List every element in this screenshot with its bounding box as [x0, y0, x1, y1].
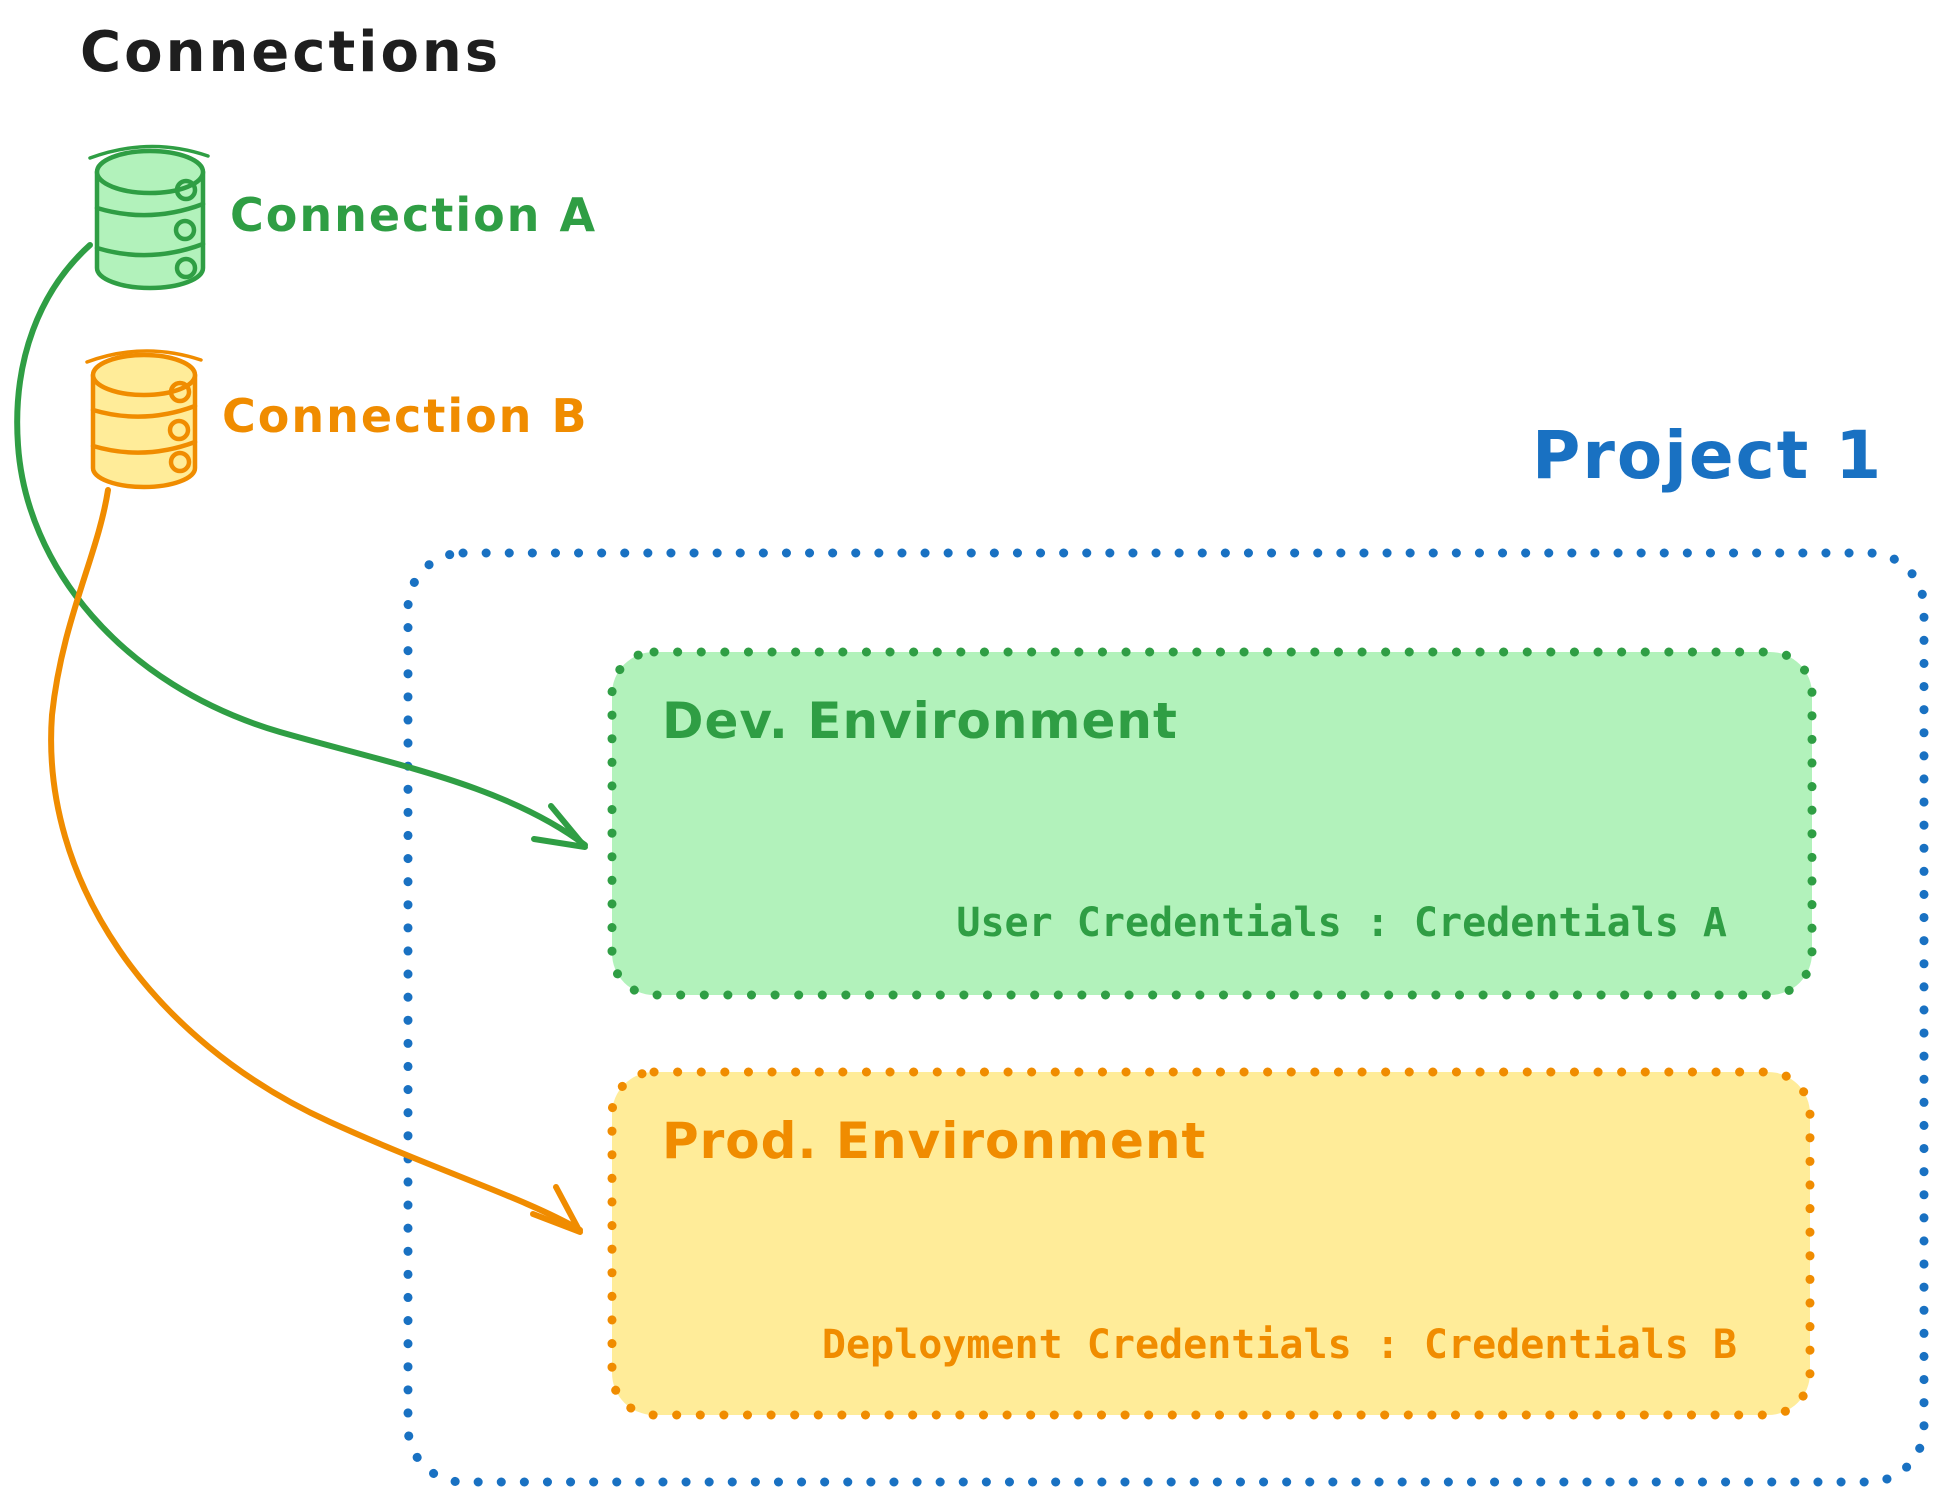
arrowhead-icon	[530, 1184, 583, 1235]
dev-environment-box	[607, 647, 1817, 1000]
connection-a-database-icon	[88, 144, 210, 291]
prod-environment-box	[607, 1067, 1815, 1420]
prod-environment-credentials: Deployment Credentials : Credentials B	[821, 1322, 1737, 1368]
connection-a-arrow	[14, 242, 588, 850]
prod-environment-title: Prod. Environment	[662, 1112, 1207, 1170]
connection-a-label: Connection A	[230, 188, 598, 242]
project-title: Project 1	[1532, 417, 1884, 494]
arrowhead-icon	[531, 803, 588, 850]
project-boundary-box	[403, 548, 1929, 1487]
connections-title: Connections	[80, 20, 502, 85]
dev-environment-credentials: User Credentials : Credentials A	[956, 900, 1727, 946]
dev-environment-title: Dev. Environment	[662, 692, 1178, 750]
connection-b-arrow	[48, 487, 583, 1235]
connection-b-database-icon	[85, 349, 203, 490]
connection-b-label: Connection B	[222, 389, 589, 443]
